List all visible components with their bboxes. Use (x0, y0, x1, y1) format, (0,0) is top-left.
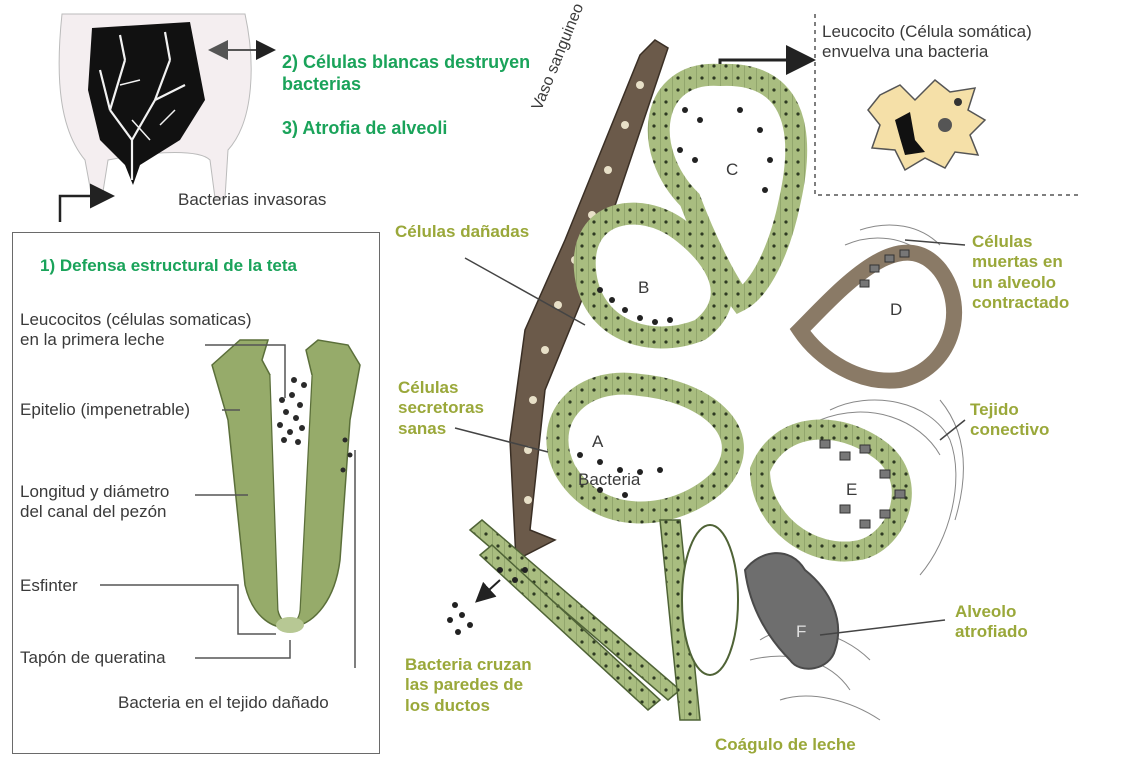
udder-illustration (59, 14, 251, 198)
step3-label: 3) Atrofia de alveoli (282, 118, 447, 140)
label-milk-clot: Coágulo de leche (715, 735, 856, 755)
alveolus-a (557, 384, 733, 513)
crossing-arrow (478, 580, 500, 600)
label-leukocytes: Leucocitos (células somaticas) en la pri… (20, 310, 251, 351)
letter-e: E (846, 480, 857, 500)
step2-label: 2) Células blancas destruyen bacterias (282, 52, 530, 95)
leukocyte-cell (868, 80, 985, 170)
label-keratin: Tapón de queratina (20, 648, 166, 668)
label-canal: Longitud y diámetro del canal del pezón (20, 482, 169, 523)
letter-b: B (638, 278, 649, 298)
letter-d: D (890, 300, 902, 320)
label-connective-tissue: Tejido conectivo (970, 400, 1049, 441)
letter-c: C (726, 160, 738, 180)
leukocyte-panel-text: Leucocito (Célula somática) envuelva una… (822, 22, 1032, 63)
label-secretory-cells: Células secretoras sanas (398, 378, 484, 439)
label-dead-cells: Células muertas en un alveolo contractad… (972, 232, 1069, 314)
label-bacteria-crossing: Bacteria cruzan las paredes de los ducto… (405, 655, 532, 716)
label-damaged-cells: Células dañadas (395, 222, 529, 242)
bacteria-word: Bacteria (578, 470, 640, 490)
alveolus-e (760, 430, 902, 552)
label-bacteria-tissue: Bacteria en el tejido dañado (118, 693, 329, 713)
step1-label: 1) Defensa estructural de la teta (40, 256, 297, 276)
label-sphincter: Esfinter (20, 576, 78, 596)
label-epithelium: Epitelio (impenetrable) (20, 400, 190, 420)
alveolus-f (745, 553, 838, 669)
letter-f: F (796, 622, 806, 642)
udder-inset-arrow (60, 196, 110, 222)
letter-a: A (592, 432, 603, 452)
label-atrophied-alveolus: Alveolo atrofiado (955, 602, 1028, 643)
udder-caption: Bacterias invasoras (178, 190, 326, 210)
